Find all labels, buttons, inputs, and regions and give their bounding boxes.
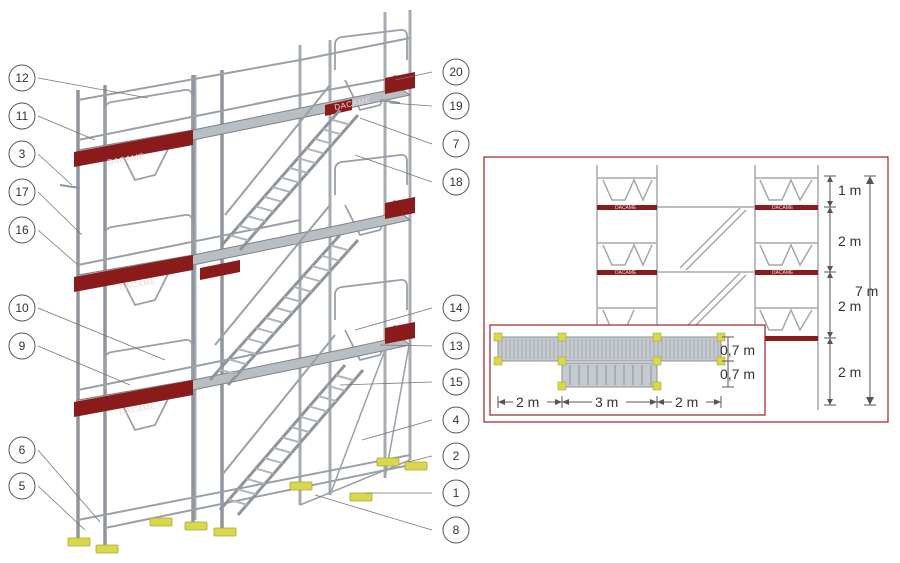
callout-19: 19	[442, 92, 470, 120]
plan-view-inset: 2 m 3 m 2 m 0,7 m 0,7 m	[489, 324, 766, 416]
svg-text:8: 8	[453, 523, 460, 537]
svg-text:12: 12	[15, 71, 29, 85]
svg-text:7: 7	[453, 137, 460, 151]
scaffold-3d-illustration: DACAME DACAME DACAME DACAME	[59, 10, 428, 554]
callout-20: 20	[442, 58, 470, 86]
width-label-right: 2 m	[675, 394, 698, 410]
callout-8: 8	[442, 516, 470, 544]
elevation-brand: DACAME	[772, 205, 794, 211]
callout-11: 11	[8, 102, 36, 130]
callout-13: 13	[442, 332, 470, 360]
callout-17: 17	[8, 178, 36, 206]
svg-text:2: 2	[453, 449, 460, 463]
svg-text:20: 20	[449, 65, 463, 79]
svg-text:17: 17	[15, 185, 29, 199]
svg-text:5: 5	[19, 479, 26, 493]
callout-6: 6	[8, 436, 36, 464]
elevation-panel: DACAME DACAME DACAME DACAME 1 m	[483, 156, 889, 423]
svg-text:16: 16	[15, 223, 29, 237]
svg-text:1: 1	[453, 486, 460, 500]
callout-7: 7	[442, 130, 470, 158]
height-label-total: 7 m	[855, 283, 878, 299]
width-label-left: 2 m	[516, 394, 539, 410]
svg-text:15: 15	[449, 375, 463, 389]
svg-text:9: 9	[19, 339, 26, 353]
svg-text:11: 11	[16, 109, 29, 123]
elevation-brand: DACAME	[615, 270, 637, 276]
callout-4: 4	[442, 406, 470, 434]
height-dimension-lines	[824, 175, 876, 406]
callout-3: 3	[8, 140, 36, 168]
svg-text:6: 6	[19, 443, 26, 457]
elevation-brand: DACAME	[772, 270, 794, 276]
callout-2: 2	[442, 442, 470, 470]
svg-text:10: 10	[15, 301, 29, 315]
height-label-top: 1 m	[838, 182, 861, 198]
svg-text:18: 18	[449, 175, 463, 189]
svg-text:19: 19	[449, 99, 463, 113]
callout-5: 5	[8, 472, 36, 500]
depth-label-1: 0,7 m	[720, 342, 755, 358]
svg-text:4: 4	[453, 413, 460, 427]
height-label-3: 2 m	[838, 298, 861, 314]
callout-12: 12	[8, 64, 36, 92]
height-label-4: 2 m	[838, 364, 861, 380]
height-label-2: 2 m	[838, 233, 861, 249]
callout-10: 10	[8, 294, 36, 322]
width-label-mid: 3 m	[595, 394, 618, 410]
callout-18: 18	[442, 168, 470, 196]
depth-label-2: 0,7 m	[720, 366, 755, 382]
svg-text:13: 13	[449, 339, 463, 353]
callout-1: 1	[442, 479, 470, 507]
elevation-brand: DACAME	[615, 205, 637, 211]
callout-16: 16	[8, 216, 36, 244]
svg-text:3: 3	[19, 147, 26, 161]
callout-9: 9	[8, 332, 36, 360]
callout-leaders	[37, 71, 433, 531]
callout-14: 14	[442, 294, 470, 322]
callout-15: 15	[442, 368, 470, 396]
svg-text:14: 14	[449, 301, 463, 315]
